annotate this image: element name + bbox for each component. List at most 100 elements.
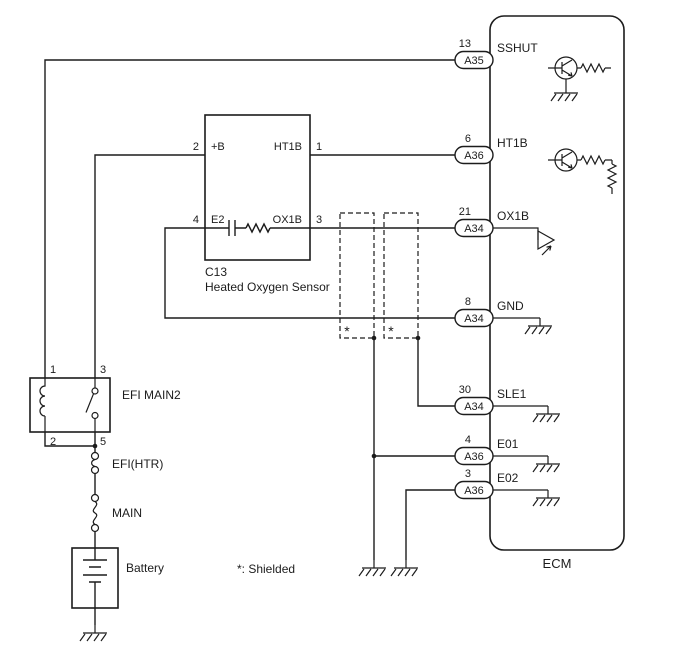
link-label: MAIN [112,506,142,520]
connector-id: A35 [464,55,484,67]
internal-wire [493,227,539,240]
ecm: ECM [454,15,625,571]
internal-wire [548,67,611,85]
connector-pill [454,480,494,500]
fuse-label: EFI(HTR) [112,457,163,471]
connector-id: A36 [464,150,484,162]
connector-id: A34 [464,223,484,235]
resistor-icon [607,163,617,189]
connector-pill [454,218,494,238]
connector-pill [454,308,494,328]
main-fusible-link: MAIN [90,493,142,533]
connector-pill [454,145,494,165]
relay-pin5: 5 [100,436,106,448]
link-terminal [90,493,100,503]
ecm-pin-gnd: 8 A34 GND [454,296,524,328]
shield-note: *: Shielded [237,562,295,576]
ecm-pin-sle1: 30 A34 SLE1 [454,384,527,416]
battery: Battery [71,547,164,609]
sensor-name: Heated Oxygen Sensor [205,280,330,294]
ecm-pin-e02: 3 A36 E02 [454,468,519,500]
wire-sensor-b-to-relay [94,154,205,378]
sensor-code: C13 [205,265,227,279]
relay-pin1: 1 [50,364,56,376]
sensor-pin-ox1b-number: 3 [316,214,322,226]
resistor-icon [580,155,606,165]
wire-sshut-to-relay [44,59,455,378]
ecm-pin-e01: 4 A36 E01 [454,434,519,466]
link-terminal [90,523,100,533]
ground-icon [358,559,387,577]
ecm-pin-ht1b: 6 A36 HT1B [454,133,528,165]
relay-coil-icon [39,378,46,432]
connector-id: A34 [464,313,484,325]
pin-number: 30 [459,384,471,396]
pin-name: GND [497,299,524,313]
sensor-pin-ox1b-label: OX1B [273,214,302,226]
shield-mark: * [344,323,350,339]
ground-icon [550,84,579,102]
sensor-pin-b-number: 2 [193,141,199,153]
connector-pill [454,50,494,70]
sensor-pin-b-label: +B [211,141,225,153]
wire-gnd-to-sensor-e2 [164,227,455,319]
junction-dot [371,453,377,459]
ecm-pin-ox1b: 21 A34 OX1B [454,206,529,238]
relay-pin3: 3 [100,364,106,376]
sensor-pin-e2-label: E2 [211,214,224,226]
sensor-pin-e2-number: 4 [193,214,199,226]
relay-outline [29,377,111,433]
ecm-pin-sshut: 13 A35 SSHUT [454,38,538,70]
sensor-pin-ht1b-label: HT1B [274,141,302,153]
junction-dot [415,335,421,341]
pin-name: SSHUT [497,41,538,55]
shield-right-box [383,212,419,339]
internal-wire [548,159,613,194]
connector-id: A36 [464,485,484,497]
wire-sle1-to-shield [417,338,455,407]
pin-number: 6 [465,133,471,145]
sensor-outline [204,114,311,261]
pin-number: 21 [459,206,471,218]
ground-icon [79,624,108,642]
pin-number: 13 [459,38,471,50]
battery-cells-icon [83,548,107,608]
ecm-label: ECM [543,556,572,571]
fuse-terminal [90,451,100,461]
ground-icon [524,317,553,335]
pin-name: OX1B [497,209,529,223]
sensor-pin-ht1b-number: 1 [316,141,322,153]
connector-id: A34 [464,401,484,413]
sensor-internal-wire [205,220,310,236]
ecm-internals [493,56,617,507]
transistor-icon [554,148,578,172]
resistor-icon [245,223,271,233]
wire-e02-to-ground [405,489,455,560]
junction-dot [371,335,377,341]
heated-oxygen-sensor: 2 +B HT1B 1 4 E2 OX1B 3 C13 Heated Oxyge… [193,114,330,294]
wires [44,59,455,625]
wire-relay-pin2-join [44,432,95,447]
fuse-element [91,458,96,468]
transistor-icon [554,56,578,80]
relay-switch-icon [85,378,99,432]
efi-main2-relay: 1 3 2 5 EFI MAIN2 [29,364,181,448]
battery-label: Battery [126,561,164,575]
relay-pin2: 2 [50,436,56,448]
relay-name: EFI MAIN2 [122,388,181,402]
pin-number: 4 [465,434,471,446]
shield-left-box [339,212,375,339]
connector-id: A36 [464,451,484,463]
ground-icon [532,489,561,507]
efi-htr-fuse: EFI(HTR) [90,451,163,475]
resistor-icon [580,63,606,73]
ecm-outline [489,15,625,551]
pin-number: 3 [465,468,471,480]
pin-name: E01 [497,437,519,451]
ground-icon [532,455,561,473]
shield-mark: * [388,323,394,339]
fuse-terminal [90,465,100,475]
pin-name: SLE1 [497,387,527,401]
buffer-amplifier-icon [537,229,556,251]
